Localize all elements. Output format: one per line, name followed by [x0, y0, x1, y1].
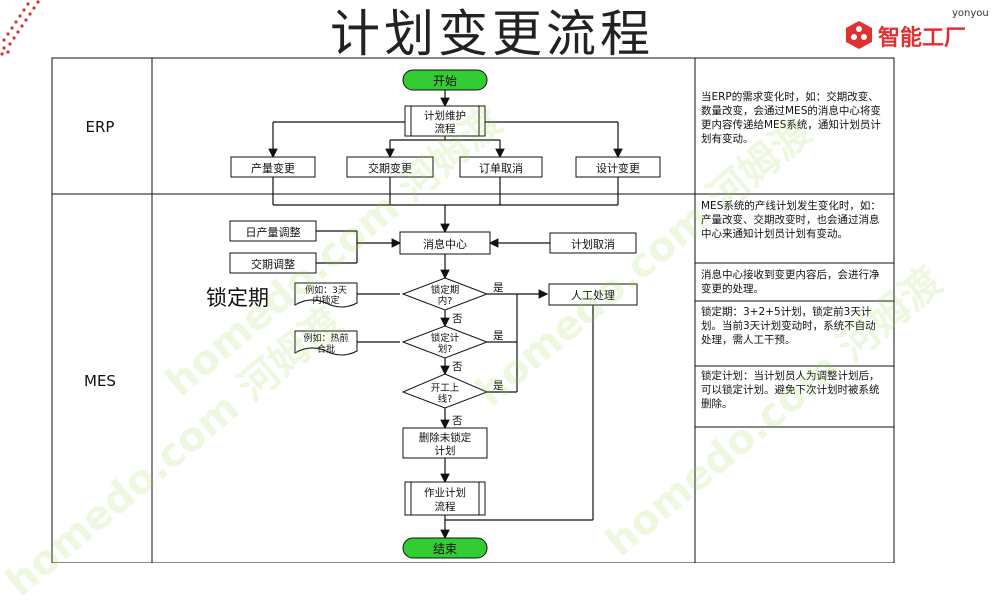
- example2-line1: 例如：热前: [303, 332, 348, 344]
- lock-plan-q1: 锁定计: [431, 332, 460, 344]
- note-mes-change: MES系统的产线计划发生变化时，如：产量改变、交期改变时，也会通过消息中心来通知…: [701, 200, 881, 240]
- job-plan-line1: 作业计划: [424, 486, 466, 499]
- example1-line2: 内锁定: [312, 294, 339, 306]
- lock-plan-decision: [401, 325, 489, 359]
- plan-maintenance-line1: 计划维护: [424, 109, 466, 122]
- end-node: [402, 537, 488, 559]
- delete-plan-node: [402, 427, 488, 459]
- online-decision: [401, 373, 489, 409]
- no-label-3: 否: [452, 415, 463, 427]
- end-label: 结束: [433, 542, 457, 556]
- design-change-label: 设计变更: [596, 161, 640, 175]
- plan-cancel-label: 计划取消: [571, 237, 615, 251]
- example2-doc: [294, 330, 358, 356]
- qty-change-node: [230, 156, 316, 178]
- msg-center-label: 消息中心: [423, 237, 467, 251]
- date-adjust-label: 交期调整: [251, 257, 295, 271]
- logo-text: 智能工厂: [878, 26, 967, 51]
- date-change-node: [346, 156, 434, 178]
- note-erp-change: 当ERP的需求变化时，如：交期改变、数量改变，会通过MES的消息中心将变更内容传…: [701, 91, 881, 145]
- logo-small-text: yonyou: [952, 8, 989, 19]
- page-title: 计划变更流程: [330, 5, 654, 63]
- plan-maintenance-line2: 流程: [435, 122, 456, 135]
- msg-center-node: [399, 231, 491, 255]
- yes-label-2: 是: [493, 330, 504, 342]
- design-change-node: [575, 156, 661, 178]
- logo-icon: [846, 21, 872, 49]
- start-node: [402, 69, 488, 91]
- start-label: 开始: [433, 74, 457, 88]
- job-plan-line2: 流程: [435, 500, 456, 513]
- decorative-dots: [0, 0, 40, 56]
- lock-period-q2: 内?: [438, 295, 453, 307]
- lock-plan-q2: 划?: [438, 343, 453, 355]
- yes-label-3: 是: [493, 380, 504, 392]
- delete-plan-line2: 计划: [435, 444, 456, 457]
- online-q2: 线?: [438, 393, 453, 405]
- example2-line2: 合批: [317, 343, 335, 355]
- locked-period-label: 锁定期: [206, 286, 269, 310]
- lane-label-mes: MES: [84, 372, 116, 390]
- order-cancel-label: 订单取消: [479, 161, 523, 175]
- note-lock-period: 锁定期：3+2+5计划，锁定前3天计划。当前3天计划变动时，系统不自动处理，需人…: [701, 306, 876, 346]
- note-msg-center: 消息中心接收到变更内容后，会进行净变更的处理。: [701, 269, 880, 295]
- qty-change-label: 产量变更: [251, 161, 295, 175]
- plan-maintenance-node: [404, 105, 486, 137]
- brand-logo: yonyou 智能工厂: [844, 8, 994, 52]
- daily-adjust-node: [229, 220, 317, 242]
- lock-period-decision: [401, 277, 489, 311]
- delete-plan-line1: 删除未锁定: [419, 431, 472, 444]
- daily-adjust-label: 日产量调整: [246, 225, 301, 239]
- yes-label-1: 是: [493, 282, 504, 294]
- example1-doc: [294, 282, 358, 308]
- no-label-1: 否: [452, 313, 463, 325]
- manual-label: 人工处理: [571, 289, 615, 302]
- order-cancel-node: [459, 156, 543, 178]
- lane-label-erp: ERP: [86, 118, 115, 136]
- job-plan-node: [404, 481, 486, 516]
- connectors: [268, 90, 623, 540]
- manual-node: [548, 283, 638, 306]
- lock-period-q1: 锁定期: [431, 284, 460, 296]
- no-label-2: 否: [452, 361, 463, 373]
- online-q1: 开工上: [431, 383, 460, 394]
- note-lock-plan: 锁定计划：当计划员人为调整计划后，可以锁定计划。避免下次计划时被系统删除。: [701, 370, 880, 410]
- swimlane-frame: [51, 57, 895, 563]
- flowchart: ERP MES: [51, 57, 895, 563]
- plan-cancel-node: [549, 232, 637, 254]
- example1-line1: 例如：3天: [305, 284, 347, 296]
- date-change-label: 交期变更: [368, 161, 412, 175]
- date-adjust-node: [229, 252, 317, 274]
